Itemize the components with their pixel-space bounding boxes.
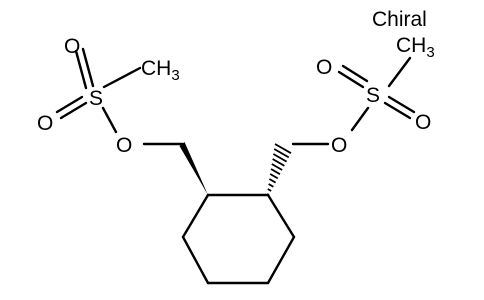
chiral-flag: Chiral [372,8,427,31]
ch3-right-subscript: 3 [426,44,434,61]
double-bond-so-bottom-right-b [387,95,416,114]
double-bond-so-bottom-left-b [59,101,88,120]
ch3-right-c: CH [396,34,426,57]
bond-o-s-left [101,106,118,134]
atom-o-left-top: O [64,35,80,58]
atom-o-right-bottom: O [415,111,431,134]
ring-bond-right-upper [266,193,296,239]
double-bond-so-top-left-b [81,47,95,88]
hashed-wedge-bond-right [266,143,292,196]
atom-o-left-ester: O [116,134,132,157]
atom-o-right-ester: O [331,134,347,157]
atom-s-right: S [366,84,380,107]
ring-bond-left-upper [181,193,210,239]
ring-bond-left-lower [181,235,210,285]
double-bond-so-top-left-a [74,49,88,90]
double-bond-so-bottom-right-a [383,101,412,120]
atom-o-left-bottom: O [37,112,53,135]
wedge-bond-left [179,142,208,195]
bond-s-ch3-right [387,56,412,88]
double-bond-so-top-right-a [337,70,365,89]
double-bond-so-bottom-left-a [55,95,84,114]
left-chain-bonds [55,47,184,146]
atom-s-left: S [89,87,103,110]
bond-o-s-right [350,106,370,132]
ch3-left-subscript: 3 [171,67,179,84]
cyclohexane-ring [181,193,296,285]
atom-o-right-top: O [316,56,332,79]
bond-s-ch3-left [102,66,142,89]
atom-ch3-right: CH3 [396,34,435,61]
right-chain-bonds [291,56,416,146]
atom-ch3-left: CH3 [141,57,180,84]
ch3-left-c: CH [141,57,171,80]
ring-bond-right-lower [266,235,296,285]
double-bond-so-top-right-b [341,64,369,83]
